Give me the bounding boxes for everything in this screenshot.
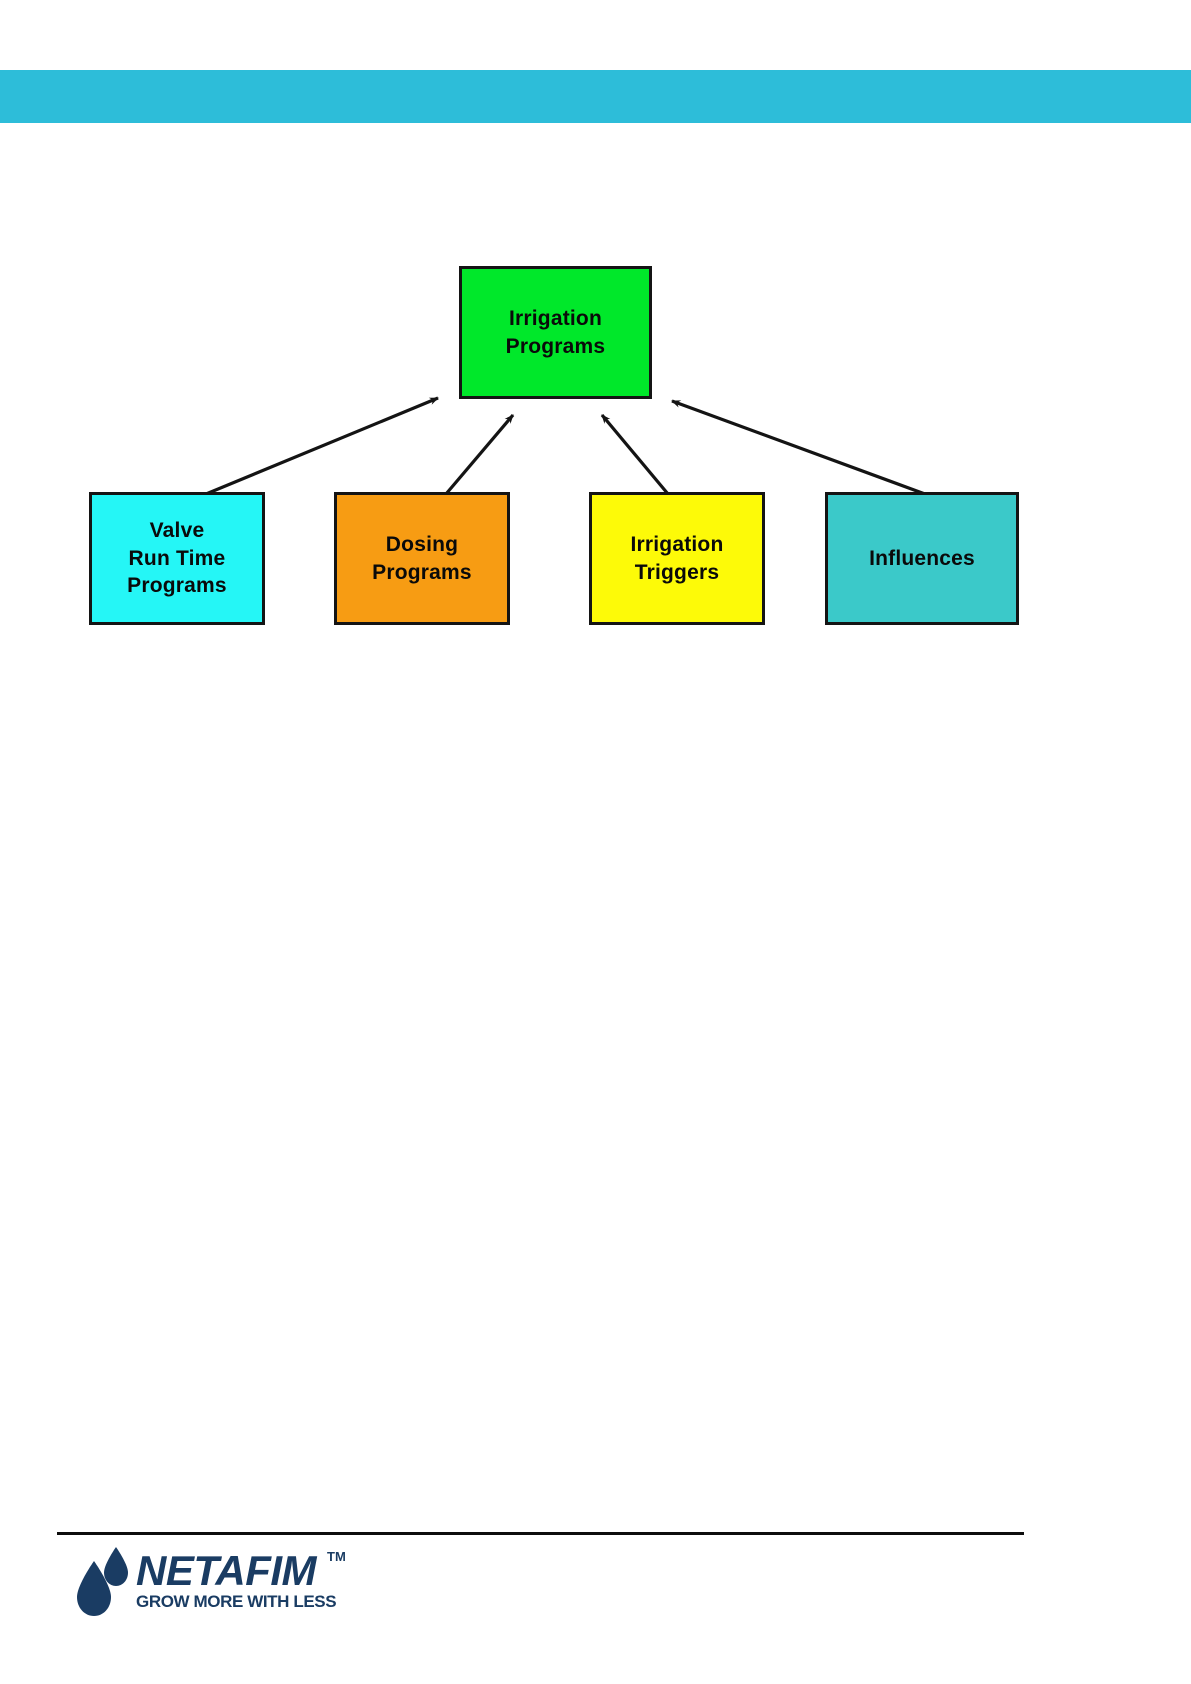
diagram-node-influences-label: Influences (869, 546, 975, 570)
connector-valve-run-time-programs (205, 396, 439, 496)
connector-dosing-programs (444, 413, 515, 496)
diagram-node-valve-run-time-programs-label: Valve Run Time Programs (127, 518, 227, 598)
diagram-node-irrigation-programs-label: Irrigation Programs (505, 306, 606, 358)
netafim-tagline: GROW MORE WITH LESS (136, 1592, 336, 1611)
netafim-logo: NETAFIM TM GROW MORE WITH LESS (72, 1545, 372, 1640)
diagram-node-irrigation-programs: Irrigation Programs (459, 266, 652, 399)
diagram-node-dosing-programs-label: Dosing Programs (372, 532, 472, 584)
connector-influences (671, 399, 926, 496)
diagram-node-irrigation-triggers-label: Irrigation Triggers (630, 532, 724, 584)
netafim-wordmark: NETAFIM (136, 1547, 318, 1594)
diagram-connectors (205, 396, 926, 496)
diagram-node-influences: Influences (825, 492, 1019, 625)
water-droplet-large-icon (77, 1561, 111, 1616)
trademark-symbol: TM (327, 1549, 346, 1564)
connector-irrigation-triggers (600, 413, 670, 496)
diagram-node-valve-run-time-programs: Valve Run Time Programs (89, 492, 265, 625)
diagram-node-dosing-programs: Dosing Programs (334, 492, 510, 625)
netafim-logo-svg: NETAFIM TM GROW MORE WITH LESS (77, 1547, 346, 1616)
header-band (0, 70, 1191, 123)
diagram-node-irrigation-triggers: Irrigation Triggers (589, 492, 765, 625)
water-droplet-small-icon (104, 1547, 128, 1586)
footer-divider (57, 1532, 1024, 1535)
irrigation-programs-diagram: Irrigation Programs Valve Run Time Progr… (0, 0, 1191, 700)
